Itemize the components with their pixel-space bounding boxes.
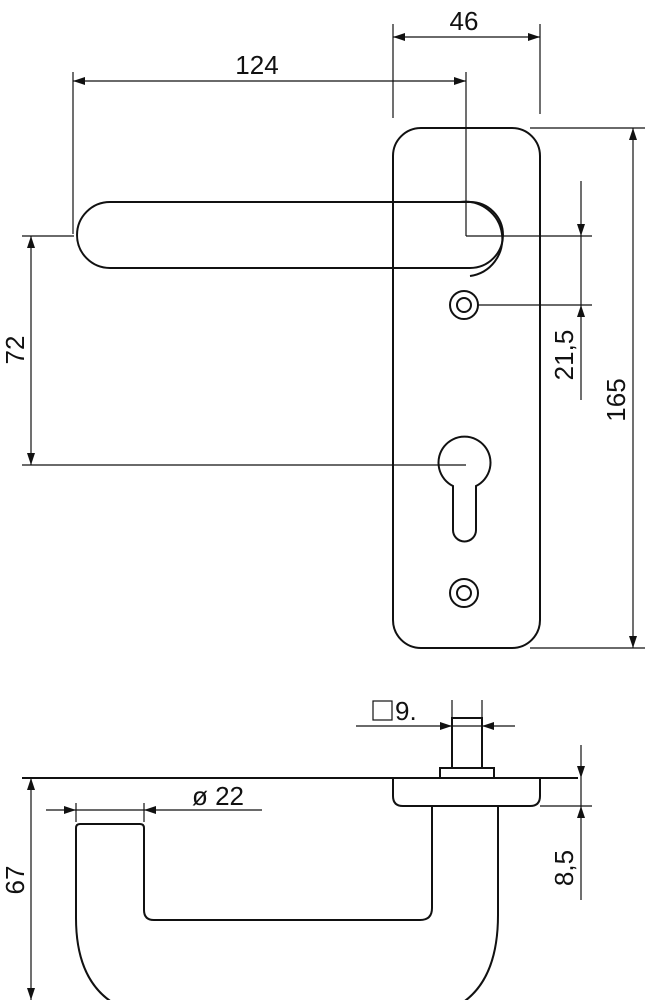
dimension-46: 46 <box>392 6 541 118</box>
cylinder-keyhole <box>437 435 492 543</box>
dim-square-9-label: 9. <box>395 696 417 726</box>
dim-165-label: 165 <box>601 378 631 421</box>
dim-21-5-label: 21,5 <box>549 330 579 381</box>
dimension-square-9: 9. <box>356 696 515 730</box>
dim-46-label: 46 <box>450 6 479 36</box>
spindle-collar <box>439 767 495 779</box>
lever-rose-arc <box>459 200 504 277</box>
side-view <box>22 717 578 1000</box>
lever-handle <box>76 201 504 269</box>
dimension-124: 124 <box>72 50 467 236</box>
rose-profile <box>392 778 541 807</box>
lower-screw-inner <box>456 585 472 601</box>
upper-screw-inner <box>456 297 472 313</box>
dim-72-label: 72 <box>0 336 30 365</box>
dimension-8-5: 8,5 <box>540 745 592 900</box>
front-view <box>76 127 541 649</box>
dimension-21-5: 21,5 <box>466 181 592 400</box>
lower-screw-outer <box>449 578 479 608</box>
dim-124-label: 124 <box>235 50 278 80</box>
dim-diameter-22-label: ø 22 <box>192 781 244 811</box>
dim-67-label: 67 <box>0 866 30 895</box>
dimension-72: 72 <box>0 235 466 466</box>
square-symbol-icon <box>372 700 393 721</box>
upper-screw-outer <box>449 290 479 320</box>
dimension-67: 67 <box>0 778 35 1000</box>
lever-profile <box>75 805 499 1000</box>
dimension-165: 165 <box>530 127 645 649</box>
dim-8-5-label: 8,5 <box>549 850 579 886</box>
dimension-diameter-22: ø 22 <box>46 781 262 822</box>
